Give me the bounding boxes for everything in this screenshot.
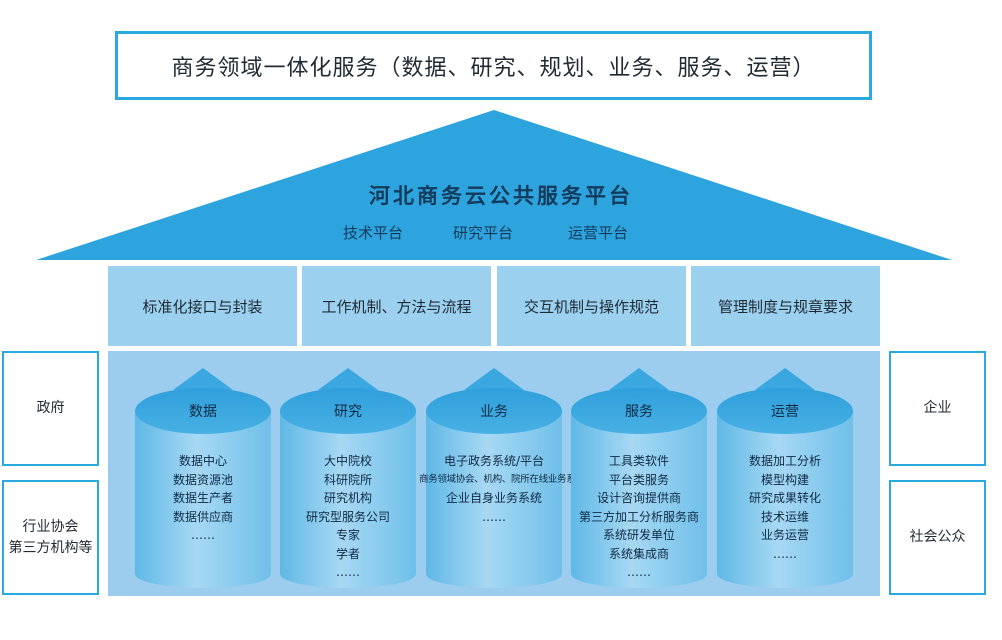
platform-title: 河北商务云公共服务平台	[369, 184, 633, 208]
list-item: 工具类软件	[608, 454, 669, 468]
cylinder-4-list: 数据加工分析模型构建研究成果转化技术运维业务运营 ……	[710, 452, 860, 563]
pillar-label: 工作机制、方法与流程	[321, 297, 472, 316]
cylinder-2-title: 业务	[426, 388, 562, 434]
list-item: 数据加工分析	[748, 454, 821, 468]
cylinder-2-body	[426, 410, 562, 588]
pillar-label: 标准化接口与封装	[142, 297, 263, 316]
side-label: 企业	[923, 400, 952, 416]
list-item: 学者	[335, 546, 360, 561]
right-box-enterprise: 企业	[889, 351, 986, 466]
list-item: 数据资源池	[172, 472, 233, 487]
list-item: ……	[336, 565, 360, 579]
left-box-associations: 行业协会第三方机构等	[2, 480, 99, 595]
list-item: 数据生产者	[172, 491, 233, 505]
list-item: 商务领域协会、机构、院所在线业务系统	[419, 473, 585, 485]
cylinder-4-body	[717, 410, 853, 588]
list-item: 研究型服务公司	[305, 509, 390, 524]
cylinder-4-title: 运营	[717, 388, 853, 434]
side-label: 第三方机构等	[8, 539, 93, 556]
list-item: 电子政务系统/平台	[443, 454, 545, 468]
list-item: ……	[773, 546, 797, 561]
list-item: 科研院所	[323, 472, 372, 487]
list-item: 第三方加工分析服务商	[578, 509, 699, 524]
side-label: 社会公众	[909, 529, 966, 545]
up-arrow-icon	[173, 368, 233, 390]
cylinder-1-title: 研究	[280, 388, 416, 434]
list-item: 系统集成商	[608, 546, 669, 561]
pillar-interface: 标准化接口与封装	[108, 266, 297, 346]
list-item: 业务运营	[760, 528, 809, 542]
cylinder-2-list: 电子政务系统/平台商务领域协会、机构、院所在线业务系统企业自身业务系统 ……	[419, 452, 585, 526]
list-item: ……	[482, 509, 506, 524]
list-item: 研究成果转化	[748, 491, 821, 505]
roof-sub-research: 研究平台	[452, 224, 513, 242]
cylinder-3-body	[571, 410, 707, 588]
side-label: 行业协会	[22, 518, 79, 535]
list-item: 平台类服务	[608, 472, 669, 487]
cylinder-1-list: 大中院校科研院所研究机构研究型服务公司专家学者 ……	[273, 452, 423, 582]
list-item: 企业自身业务系统	[445, 491, 542, 505]
list-item: 模型构建	[760, 472, 809, 487]
roof-sub-tech: 技术平台	[342, 224, 403, 242]
up-arrow-icon	[755, 368, 815, 390]
roof-sub-operation: 运营平台	[567, 224, 628, 242]
list-item: 系统研发单位	[602, 528, 675, 542]
cylinder-1-body	[280, 410, 416, 588]
list-item: 数据供应商	[172, 509, 233, 524]
cylinder-0-body	[135, 410, 271, 588]
pillar-label: 管理制度与规章要求	[717, 297, 853, 316]
cylinder-0-list: 数据中心数据资源池数据生产者数据供应商 ……	[128, 452, 278, 545]
up-arrow-icon	[609, 368, 669, 390]
pillar-mechanism: 工作机制、方法与流程	[302, 266, 491, 346]
list-item: 专家	[335, 528, 360, 542]
up-arrow-icon	[464, 368, 524, 390]
cylinder-3-title: 服务	[571, 388, 707, 434]
pillar-management: 管理制度与规章要求	[691, 266, 880, 346]
list-item: ……	[627, 565, 651, 579]
left-box-government: 政府	[2, 351, 99, 466]
top-banner: 商务领域一体化服务（数据、研究、规划、业务、服务、运营）	[115, 31, 872, 100]
cylinder-0-title: 数据	[135, 388, 271, 434]
list-item: 数据中心	[178, 454, 227, 468]
banner-text: 商务领域一体化服务（数据、研究、规划、业务、服务、运营）	[171, 55, 816, 81]
list-item: 大中院校	[323, 454, 372, 468]
side-label: 政府	[36, 400, 65, 416]
right-box-public: 社会公众	[889, 480, 986, 595]
list-item: 设计咨询提供商	[596, 491, 681, 505]
cylinder-3-list: 工具类软件平台类服务设计咨询提供商第三方加工分析服务商系统研发单位系统集成商 ……	[564, 452, 714, 582]
list-item: ……	[191, 528, 215, 542]
pillar-interaction: 交互机制与操作规范	[497, 266, 686, 346]
roof-shape	[36, 110, 952, 260]
list-item: 技术运维	[760, 509, 809, 524]
pillar-label: 交互机制与操作规范	[523, 297, 659, 316]
up-arrow-icon	[318, 368, 378, 390]
list-item: 研究机构	[323, 491, 372, 505]
